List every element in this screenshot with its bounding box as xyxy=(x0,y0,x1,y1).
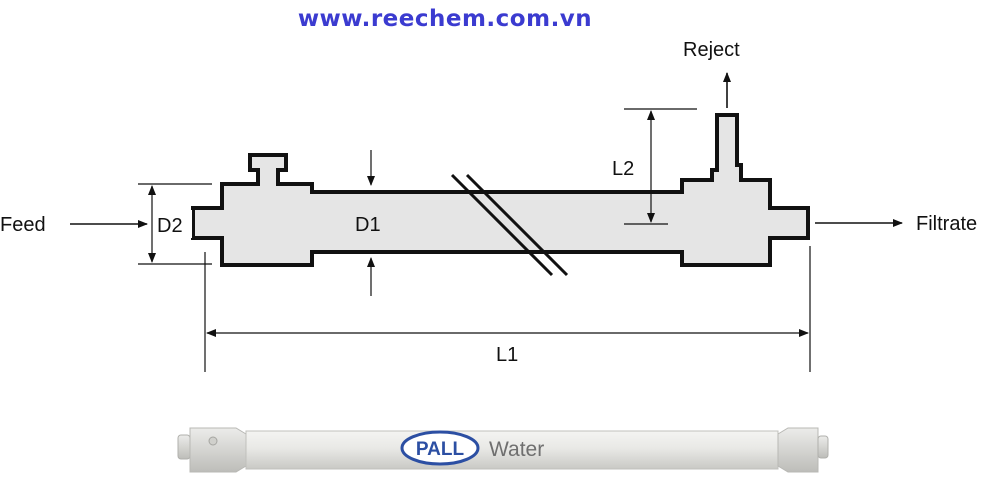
pall-logo xyxy=(400,430,480,466)
product-image: PALL Water xyxy=(177,427,829,473)
l1-label: L1 xyxy=(496,344,518,366)
l2-label: L2 xyxy=(612,158,634,180)
pall-logo-text: PALL xyxy=(416,439,465,460)
d1-label: D1 xyxy=(355,214,381,236)
filtrate-label: Filtrate xyxy=(916,213,977,235)
product-name: Water xyxy=(489,438,544,461)
feed-label: Feed xyxy=(0,214,46,236)
module-housing-outline xyxy=(191,113,810,267)
website-url: www.reechem.com.vn xyxy=(297,6,593,32)
break-line-2 xyxy=(465,173,569,277)
break-line-1 xyxy=(450,173,554,277)
reject-label: Reject xyxy=(683,39,740,61)
d2-label: D2 xyxy=(157,215,183,237)
